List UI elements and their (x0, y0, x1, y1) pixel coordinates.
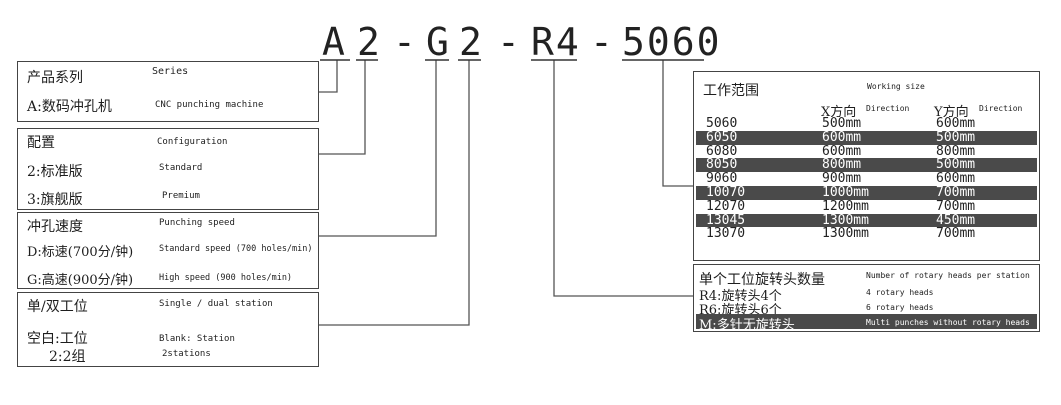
cell-model: 13070 (706, 226, 746, 242)
cell-x-direction: 1000mm (822, 184, 869, 200)
cell-x-direction: 1200mm (822, 198, 869, 214)
table-row: 13045 1300mm 450mm (696, 212, 1037, 228)
code-segment-speed: G (426, 20, 451, 64)
table-row: 12070 1200mm 700mm (696, 198, 1037, 214)
cell-x-direction: 500mm (822, 116, 862, 131)
speed-title-en: Punching speed (159, 218, 235, 228)
table-row: 10070 1000mm 700mm (696, 186, 1037, 200)
code-separator: - (590, 20, 613, 64)
rotary-item-r4-zh: R4:旋转头4个 (699, 289, 782, 304)
cell-y-direction: 500mm (936, 129, 976, 145)
table-row: 5060 500mm 600mm (696, 117, 1037, 131)
table-row: 8050 800mm 500mm (696, 157, 1037, 173)
rotary-item-m-zh: M:多针无旋转头 (699, 318, 795, 333)
cell-x-direction: 800mm (822, 157, 862, 173)
cell-y-direction: 500mm (936, 157, 976, 173)
rotary-title-zh: 单个工位旋转头数量 (699, 272, 825, 288)
cell-x-direction: 900mm (822, 171, 862, 187)
cell-x-direction: 600mm (822, 143, 862, 159)
table-row: 13070 1300mm 700mm (696, 226, 1037, 242)
cell-model: 6050 (706, 129, 738, 145)
rotary-item-r4-en: 4 rotary heads (866, 288, 934, 297)
code-segment-configuration: 2 (357, 20, 382, 64)
rotary-heads-box: 单个工位旋转头数量 Number of rotary heads per sta… (693, 264, 1040, 333)
code-segment-station: 2 (459, 20, 484, 64)
station-title-zh: 单/双工位 (27, 299, 88, 315)
code-separator: - (393, 20, 416, 64)
configuration-item-premium-zh: 3:旗舰版 (27, 192, 83, 208)
station-item-blank-en: Blank: Station (159, 334, 235, 344)
cell-x-direction: 600mm (822, 129, 862, 145)
rotary-item-r6-en: 6 rotary heads (866, 303, 934, 312)
table-row: 6050 600mm 500mm (696, 129, 1037, 145)
cell-model: 10070 (706, 184, 746, 200)
working-size-title-zh: 工作范围 (703, 83, 759, 99)
cell-model: 9060 (706, 171, 738, 187)
station-box: 单/双工位 Single / dual station 空白:工位 Blank:… (17, 292, 319, 367)
rotary-item-m-en: Multi punches without rotary heads (866, 318, 1030, 327)
connector-speed (317, 60, 437, 237)
cell-model: 13045 (706, 212, 746, 228)
series-title-en: Series (152, 66, 189, 77)
table-row: 9060 900mm 600mm (696, 172, 1037, 186)
table-row: 6080 600mm 800mm (696, 143, 1037, 159)
series-box: 产品系列 Series A:数码冲孔机 CNC punching machine (17, 61, 319, 122)
cell-y-direction: 600mm (936, 171, 976, 187)
code-separator: - (497, 20, 520, 64)
speed-item-standard-en: Standard speed (700 holes/min) (159, 244, 313, 254)
station-item-blank-zh: 空白:工位 (27, 331, 88, 347)
cell-model: 5060 (706, 116, 738, 131)
speed-title-zh: 冲孔速度 (27, 219, 83, 235)
speed-item-high-zh: G:高速(900分/钟) (27, 273, 134, 288)
connector-series (317, 60, 338, 93)
punching-speed-box: 冲孔速度 Punching speed D:标速(700分/钟) Standar… (17, 212, 319, 289)
column-y-en: Direction (979, 104, 1023, 113)
configuration-box: 配置 Configuration 2:标准版 Standard 3:旗舰版 Pr… (17, 128, 319, 210)
configuration-item-standard-en: Standard (159, 163, 203, 173)
configuration-item-standard-zh: 2:标准版 (27, 164, 83, 180)
configuration-item-premium-en: Premium (162, 191, 200, 201)
series-item-a-en: CNC punching machine (155, 100, 264, 110)
column-y-zh: Y方向 (934, 105, 969, 120)
cell-model: 6080 (706, 143, 738, 159)
series-item-a-zh: A:数码冲孔机 (27, 99, 112, 115)
working-size-box: 工作范围 Working size X方向 Direction Y方向 Dire… (693, 71, 1040, 261)
station-item-dual-en: 2stations (162, 349, 211, 359)
cell-y-direction: 700mm (936, 184, 976, 200)
cell-y-direction: 700mm (936, 198, 976, 214)
code-segment-rotary: R4 (531, 20, 581, 64)
station-item-dual-zh: 2:2组 (49, 349, 86, 365)
series-title-zh: 产品系列 (27, 70, 83, 86)
station-title-en: Single / dual station (159, 299, 273, 309)
cell-model: 12070 (706, 198, 746, 214)
cell-model: 8050 (706, 157, 738, 173)
connector-station (317, 60, 470, 326)
configuration-title-zh: 配置 (27, 135, 55, 151)
cell-y-direction: 800mm (936, 143, 976, 159)
code-segment-working-size: 5060 (622, 20, 722, 64)
cell-y-direction: 450mm (936, 212, 976, 228)
working-size-title-en: Working size (867, 82, 925, 91)
column-x-zh: X方向 (821, 105, 857, 120)
code-segment-series: A (322, 20, 347, 64)
cell-x-direction: 1300mm (822, 226, 869, 242)
speed-item-standard-zh: D:标速(700分/钟) (27, 245, 134, 260)
connector-configuration (317, 60, 366, 155)
cell-x-direction: 1300mm (822, 212, 869, 228)
configuration-title-en: Configuration (157, 137, 228, 147)
cell-y-direction: 600mm (936, 116, 976, 131)
connector-working-size (662, 60, 693, 187)
cell-y-direction: 700mm (936, 226, 976, 242)
speed-item-high-en: High speed (900 holes/min) (159, 273, 293, 283)
rotary-item-m-highlight (696, 314, 1037, 329)
column-x-en: Direction (866, 104, 910, 113)
connector-rotary (553, 60, 693, 297)
rotary-title-en: Number of rotary heads per station (866, 271, 1030, 280)
